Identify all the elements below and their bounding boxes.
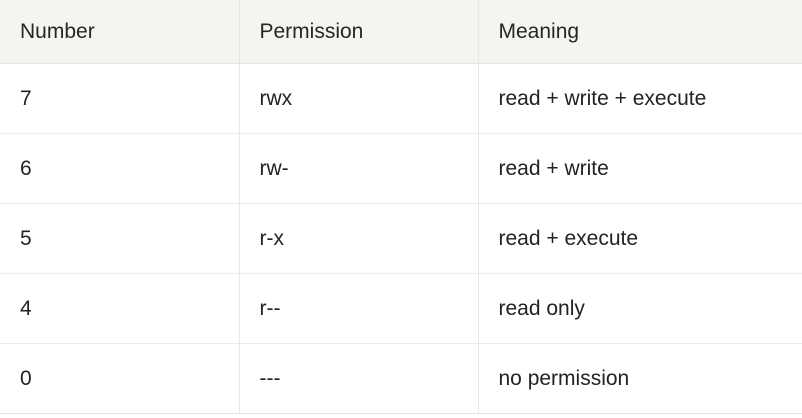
cell-permission: --- xyxy=(239,343,479,414)
cell-meaning: read + write xyxy=(478,133,802,204)
cell-permission: rw- xyxy=(239,133,479,204)
cell-number: 6 xyxy=(0,133,240,204)
cell-number: 4 xyxy=(0,273,240,344)
column-header-meaning: Meaning xyxy=(478,0,802,64)
cell-meaning: no permission xyxy=(478,343,802,414)
column-header-number: Number xyxy=(0,0,240,64)
cell-meaning: read only xyxy=(478,273,802,344)
table-header: Number Permission Meaning xyxy=(0,0,802,64)
cell-meaning: read + write + execute xyxy=(478,63,802,134)
table-row: 5 r-x read + execute xyxy=(0,203,802,274)
table-header-row: Number Permission Meaning xyxy=(0,0,802,64)
table-row: 6 rw- read + write xyxy=(0,133,802,204)
cell-number: 5 xyxy=(0,203,240,274)
cell-meaning: read + execute xyxy=(478,203,802,274)
cell-number: 0 xyxy=(0,343,240,414)
cell-number: 7 xyxy=(0,63,240,134)
cell-permission: r-x xyxy=(239,203,479,274)
table-row: 4 r-- read only xyxy=(0,273,802,344)
table-row: 7 rwx read + write + execute xyxy=(0,63,802,134)
table-row: 0 --- no permission xyxy=(0,343,802,414)
column-header-permission: Permission xyxy=(239,0,479,64)
table-body: 7 rwx read + write + execute 6 rw- read … xyxy=(0,63,802,414)
cell-permission: r-- xyxy=(239,273,479,344)
cell-permission: rwx xyxy=(239,63,479,134)
